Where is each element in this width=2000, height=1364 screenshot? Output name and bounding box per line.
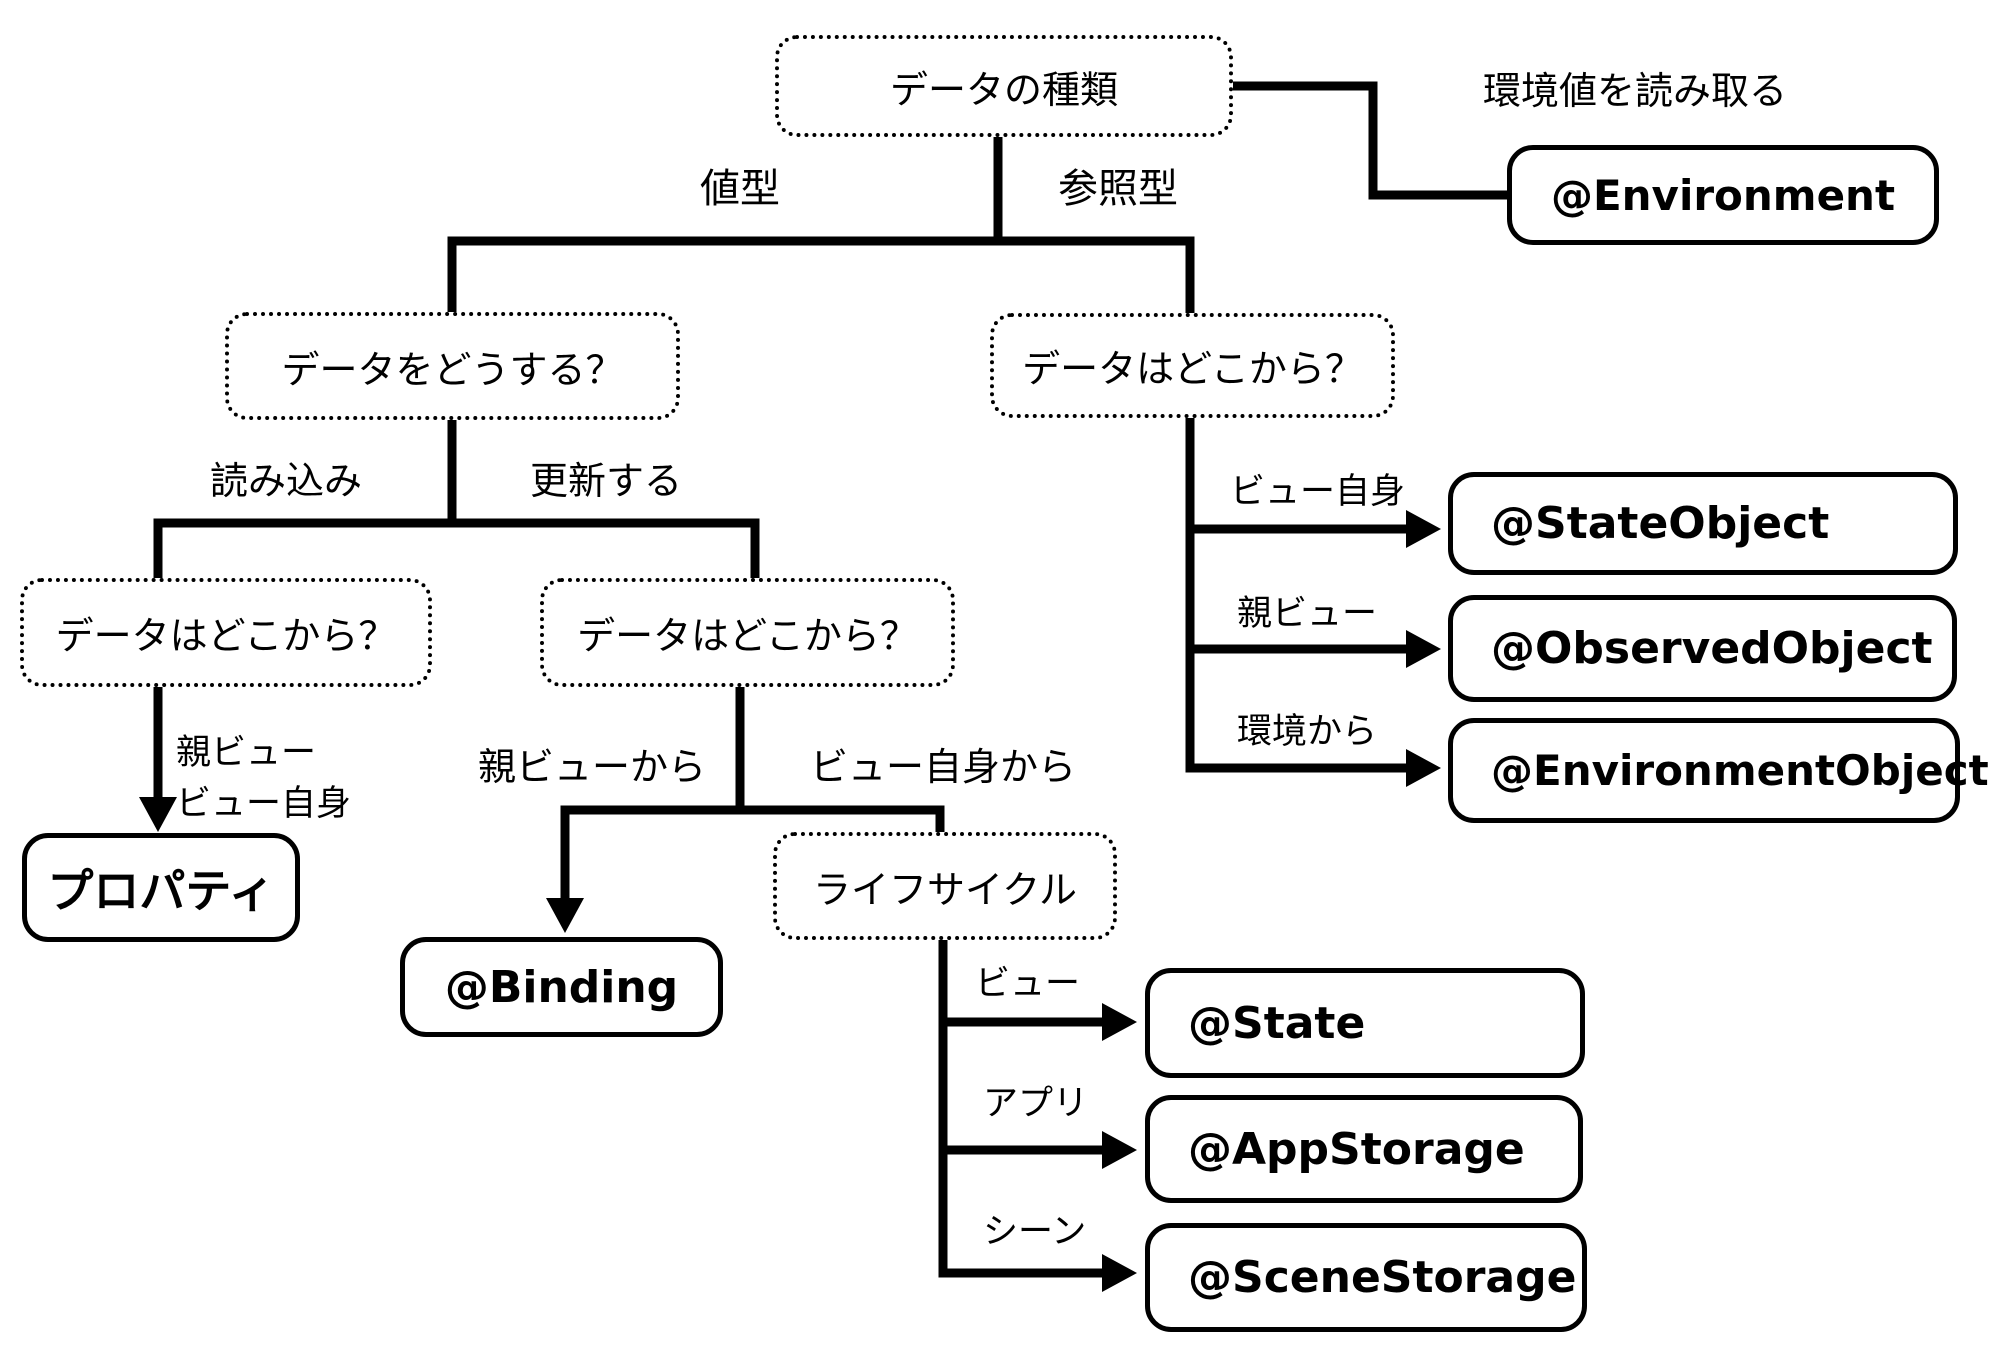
arrowhead-observed-object <box>1406 630 1441 668</box>
edge-split-read-update <box>153 518 760 582</box>
arrowhead-environment-object <box>1406 749 1441 787</box>
label-read: 読み込み <box>210 459 363 503</box>
node-where-from-update: データはどこから？ <box>540 578 955 687</box>
arrowhead-property <box>139 797 177 832</box>
node-property: プロパティ <box>22 833 300 942</box>
node-scene-storage: @SceneStorage <box>1145 1223 1587 1332</box>
node-observed-object: @ObservedObject <box>1448 595 1957 702</box>
label-parent-view: 親ビュー <box>1237 594 1378 634</box>
label-from-view-itself: ビュー自身から <box>810 745 1077 789</box>
node-binding: @Binding <box>400 937 723 1037</box>
arrowhead-binding <box>546 898 584 933</box>
label-parent-view-stack-1: 親ビュー <box>176 733 317 773</box>
label-view-itself: ビュー自身 <box>1230 472 1406 512</box>
label-view: ビュー <box>975 964 1081 1004</box>
node-lifecycle: ライフサイクル <box>773 832 1117 940</box>
node-environment: @Environment <box>1507 145 1939 245</box>
label-app: アプリ <box>983 1084 1089 1124</box>
label-read-environment-value: 環境値を読み取る <box>1483 69 1788 113</box>
arrowhead-scene-storage <box>1102 1254 1137 1292</box>
label-from-environment: 環境から <box>1237 712 1378 752</box>
node-environment-object: @EnvironmentObject <box>1448 718 1989 823</box>
label-update: 更新する <box>530 459 683 503</box>
label-parent-view-stack-2: ビュー自身 <box>176 784 352 824</box>
node-where-from-read: データはどこから？ <box>20 578 432 687</box>
arrowhead-state <box>1102 1003 1137 1041</box>
label-value-type: 値型 <box>700 166 780 212</box>
label-reference-type: 参照型 <box>1058 166 1178 212</box>
node-state-object: @StateObject <box>1448 472 1958 575</box>
arrowhead-app-storage <box>1102 1131 1137 1169</box>
node-data-kind: データの種類 <box>775 35 1233 137</box>
label-from-parent-view: 親ビューから <box>478 745 707 789</box>
edge-lifecycle-trunk <box>938 938 1102 1278</box>
edge-split-binding-lifecycle <box>560 805 945 900</box>
node-what-to-do-with-data: データをどうする？ <box>225 312 680 420</box>
node-state: @State <box>1145 968 1585 1078</box>
arrowhead-state-object <box>1406 510 1441 548</box>
edge-root-environment <box>1233 81 1507 200</box>
node-app-storage: @AppStorage <box>1145 1095 1583 1203</box>
label-scene: シーン <box>983 1212 1087 1252</box>
edge-split-value-reference <box>447 236 1195 318</box>
node-where-from-reference: データはどこから？ <box>990 313 1395 418</box>
